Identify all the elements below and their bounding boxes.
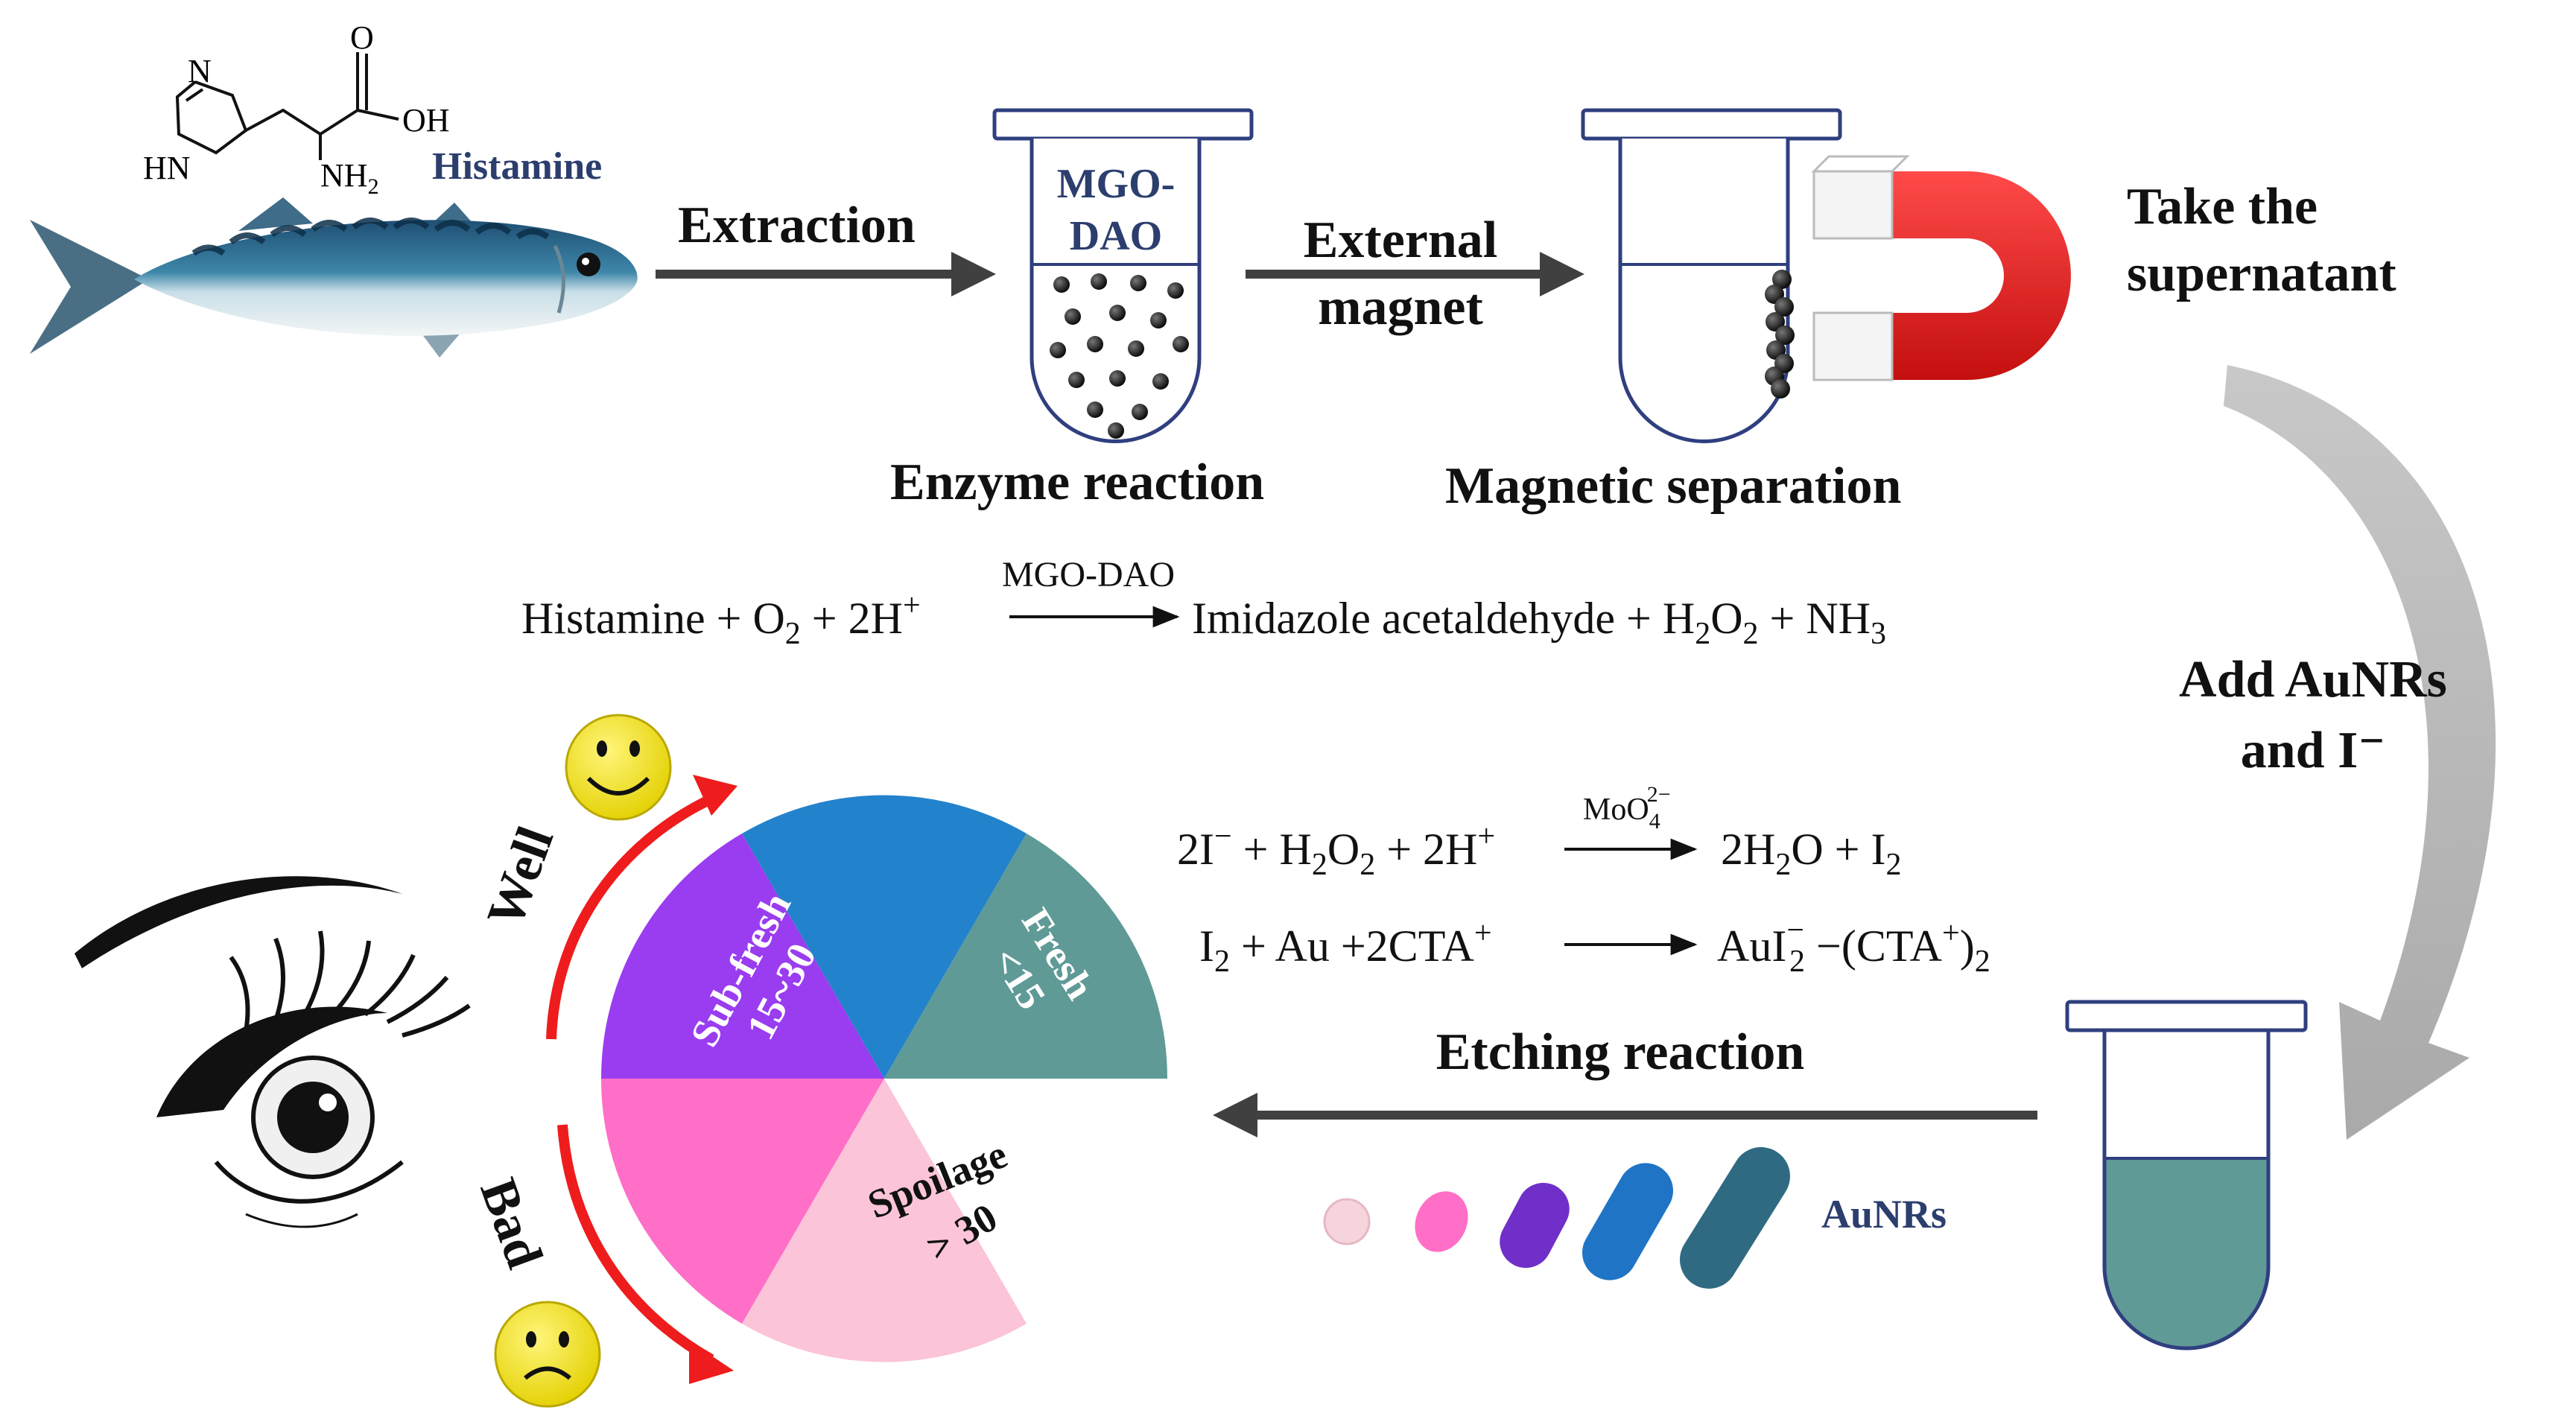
histamine-structure [175, 52, 399, 160]
wheel-sector-magenta [600, 1079, 884, 1324]
add-aunrs-label-2: and I⁻ [2241, 722, 2386, 779]
take-supernatant-label-2: supernatant [2127, 245, 2396, 302]
equation-enzyme: Histamine + O2 + 2H+ MGO-DAO Imidazole a… [521, 555, 1886, 651]
equation-etching: I2 + Au +2CTA+ AuI−2 −(CTA+)2 [1199, 913, 1990, 979]
final-tube [2065, 1000, 2308, 1351]
eq2-catalyst: MoO42− [1583, 782, 1671, 834]
eye-icon [74, 876, 471, 1228]
enzyme-tube-label-1: MGO- [1057, 161, 1176, 207]
smiley-happy-icon [565, 714, 672, 821]
freshness-wheel [600, 795, 1168, 1362]
take-supernatant-label-1: Take the [2127, 178, 2318, 235]
bad-red-arrow [557, 1124, 714, 1365]
aunr-rod-icon [1500, 1182, 1570, 1269]
svg-text:2I− + H2O2 + 2H+: 2I− + H2O2 + 2H+ [1177, 819, 1495, 882]
enzyme-tube [992, 108, 1254, 443]
histamine-atom-o: O [350, 19, 374, 56]
fish-image [30, 197, 638, 358]
enzyme-tube-label-2: DAO [1070, 213, 1162, 259]
well-red-arrow [546, 792, 717, 1040]
extraction-label: Extraction [678, 197, 916, 254]
enzyme-reaction-label: Enzyme reaction [890, 454, 1264, 511]
histamine-atom-hn: HN [143, 150, 191, 186]
aunr-rod-icon [1415, 1191, 1468, 1252]
external-magnet-label-2: magnet [1318, 279, 1483, 336]
smiley-sad-icon [494, 1301, 601, 1408]
bad-label: Bad [469, 1171, 553, 1275]
histamine-atom-n: N [188, 53, 212, 89]
wheel-sector-sub-fresh [600, 834, 884, 1079]
svg-text:I2 + Au +2CTA+: I2 + Au +2CTA+ [1199, 916, 1492, 979]
svg-text:2H2O + I2: 2H2O + I2 [1721, 825, 1902, 882]
external-magnet-label-1: External [1304, 212, 1498, 269]
wheel-sector-blue [742, 795, 1027, 1079]
etching-reaction-label: Etching reaction [1436, 1023, 1805, 1081]
aunr-rod-icon [1582, 1163, 1673, 1280]
aunr-rods [1323, 1147, 1790, 1289]
add-aunrs-label-1: Add AuNRs [2179, 651, 2447, 708]
aunrs-label: AuNRs [1821, 1192, 1947, 1237]
equation-oxidation: 2I− + H2O2 + 2H+ MoO42− 2H2O + I2 [1177, 782, 1902, 882]
svg-text:AuI−2 −(CTA+)2: AuI−2 −(CTA+)2 [1717, 913, 1990, 979]
wheel-sector-spoilage [742, 1079, 1027, 1362]
magnet-icon [1811, 155, 2071, 381]
magnetic-bead-icon [1765, 270, 1795, 399]
separation-tube [1581, 108, 1842, 443]
well-red-arrowhead [693, 775, 737, 816]
histamine-label: Histamine [432, 145, 602, 188]
histamine-atom-nh2: NH2 [320, 157, 379, 199]
magnetic-separation-label: Magnetic separation [1445, 457, 1901, 515]
well-label: Well [476, 819, 565, 934]
wheel-sector-fresh [884, 834, 1168, 1079]
curved-process-arrow-icon [2224, 365, 2496, 1140]
enzyme-tube-beads [1050, 273, 1189, 439]
svg-text:Histamine + O2 + 2H+: Histamine + O2 + 2H+ [521, 588, 921, 651]
histamine-atom-oh: OH [402, 102, 450, 139]
bad-red-arrowhead [689, 1341, 734, 1384]
eq1-catalyst: MGO-DAO [1002, 555, 1175, 594]
aunr-rod-icon [1680, 1147, 1790, 1289]
aunr-rod-icon [1323, 1198, 1371, 1245]
svg-text:Imidazole acetaldehyde + H2O2: Imidazole acetaldehyde + H2O2 + NH3 [1192, 594, 1886, 651]
